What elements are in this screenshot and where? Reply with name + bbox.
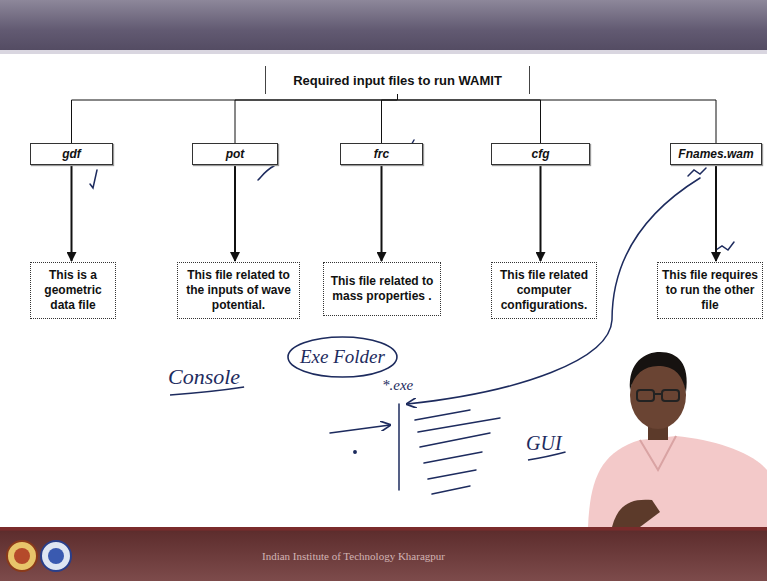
box-text: gdf — [62, 147, 81, 161]
box-text: This file requires to run the other file — [661, 268, 759, 313]
description-box: This file related computer configuration… — [491, 262, 597, 319]
tree-line — [235, 94, 398, 143]
file-box: Fnames.wam — [670, 143, 762, 165]
flow-arrow — [234, 165, 236, 261]
box-text: This file related to the inputs of wave … — [181, 268, 296, 313]
box-text: This is a geometric data file — [34, 268, 112, 313]
institute-logo — [7, 541, 71, 571]
box-text: cfg — [532, 147, 550, 161]
description-box: This file related to the inputs of wave … — [177, 262, 300, 319]
handwritten-note: *.exe — [382, 377, 413, 394]
file-box: pot — [192, 143, 278, 165]
box-text: frc — [374, 147, 389, 161]
title-box: Required input files to run WAMIT — [265, 66, 530, 94]
header-band — [0, 0, 767, 50]
box-text: Fnames.wam — [678, 147, 753, 161]
tree-line — [398, 94, 717, 143]
box-text: This file related to mass properties . — [327, 274, 437, 304]
file-box: cfg — [491, 143, 590, 165]
flow-arrow — [71, 165, 73, 261]
pen-marks — [90, 140, 734, 494]
box-text: This file related computer configuration… — [495, 268, 593, 313]
description-box: This file related to mass properties . — [323, 262, 441, 316]
flow-arrow — [381, 165, 383, 261]
flow-arrow — [540, 165, 542, 261]
file-box: frc — [340, 143, 423, 165]
flow-arrow — [715, 165, 717, 261]
box-text: Required input files to run WAMIT — [293, 73, 502, 88]
tree-line — [382, 94, 398, 143]
handwritten-note: GUI — [526, 432, 562, 455]
presenter-figure — [588, 352, 767, 527]
tree-line — [72, 94, 398, 143]
description-box: This is a geometric data file — [30, 262, 116, 319]
file-box: gdf — [30, 143, 113, 165]
handwritten-note: Exe Folder — [300, 346, 385, 368]
pen-circle — [288, 337, 397, 377]
description-box: This file requires to run the other file — [657, 262, 763, 319]
footer-text: Indian Institute of Technology Kharagpur — [262, 550, 445, 562]
tree-line — [398, 94, 541, 143]
handwritten-note: Console — [168, 364, 240, 390]
header-strip — [0, 50, 767, 54]
box-text: pot — [226, 147, 245, 161]
